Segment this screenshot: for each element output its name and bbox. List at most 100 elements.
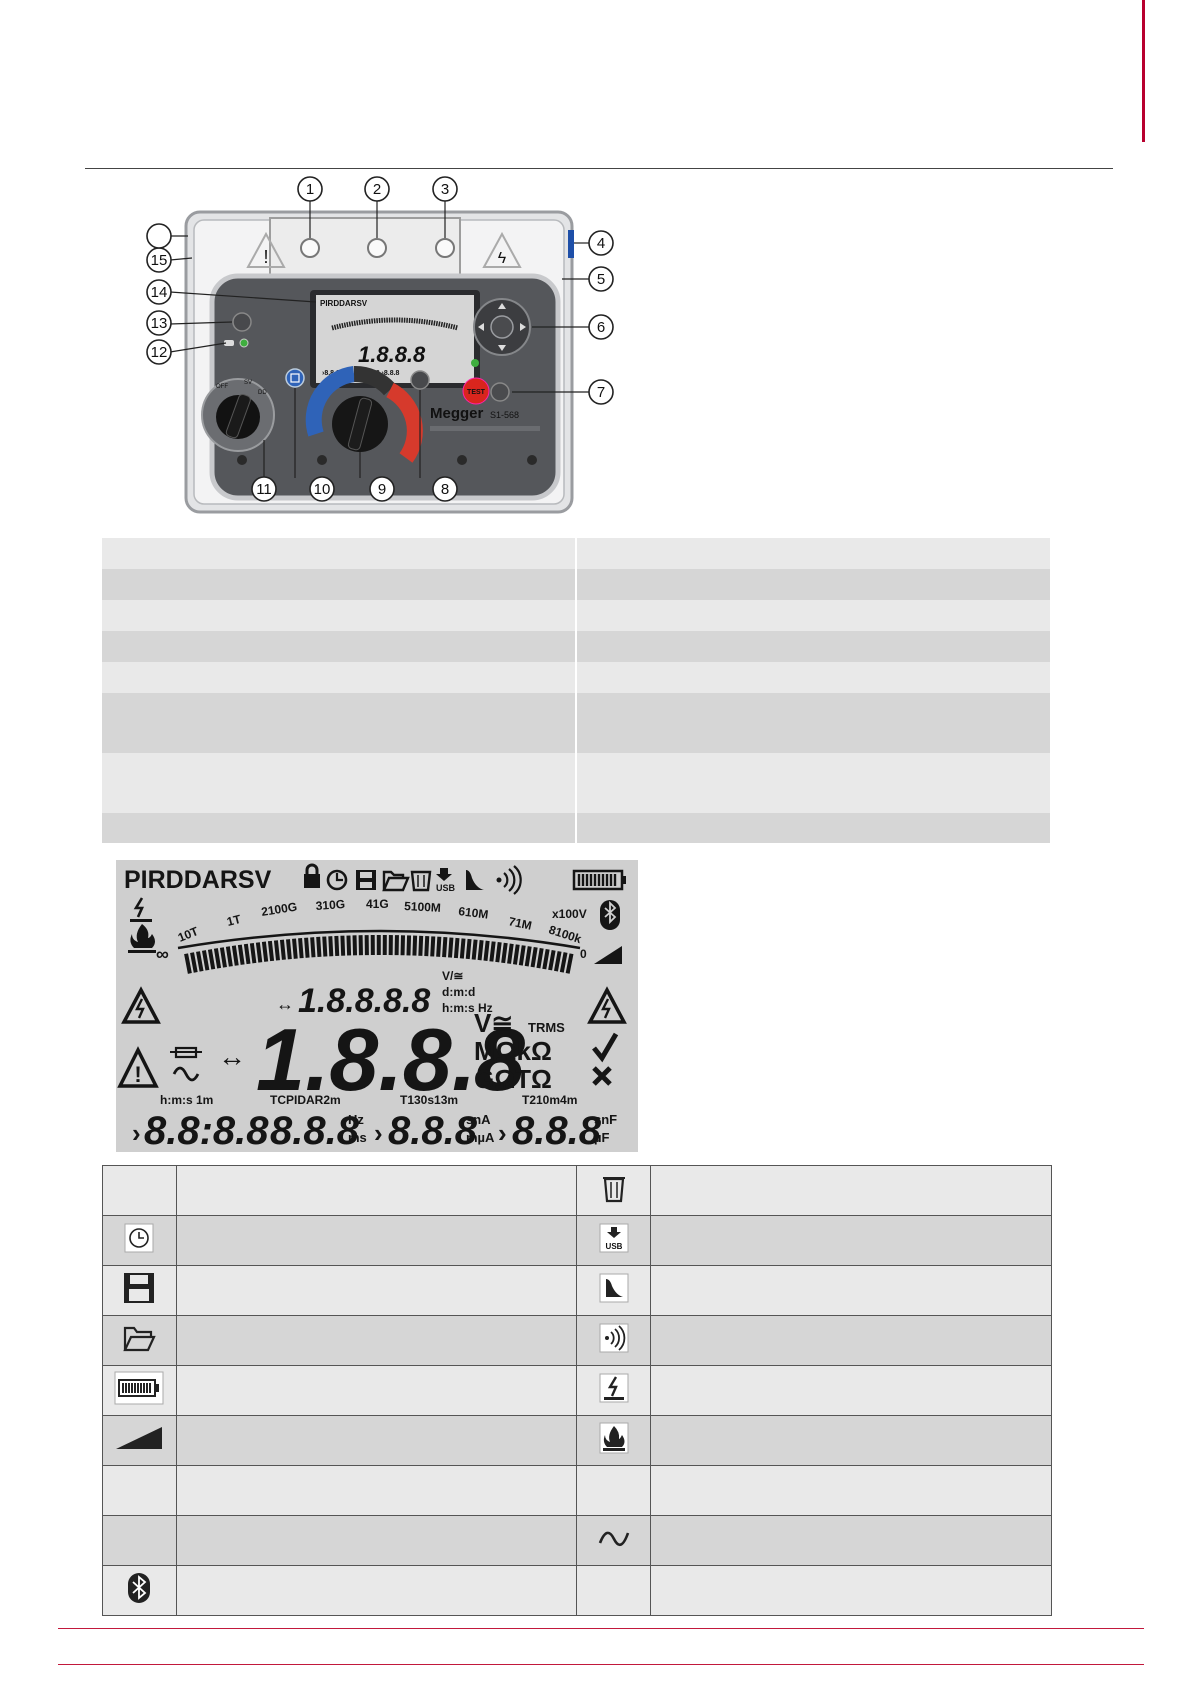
svg-text:OFF: OFF [216, 384, 228, 390]
svg-text:41G: 41G [366, 897, 389, 911]
breakdown-icon [599, 1373, 629, 1403]
svg-text:↔: ↔ [218, 1041, 246, 1072]
svg-text:mµA: mµA [466, 1130, 495, 1145]
svg-text:!: ! [134, 1062, 141, 1087]
svg-text:DD: DD [258, 390, 267, 396]
header-accent-bar [1142, 0, 1145, 142]
callout-3: 3 [441, 181, 449, 198]
lock-icon [304, 863, 320, 888]
save-icon [356, 870, 376, 890]
callout-9: 9 [378, 481, 386, 498]
callout-4: 4 [597, 235, 605, 252]
left-function-button[interactable] [232, 312, 252, 332]
sub-display-3: 8.8.8 [388, 1109, 478, 1152]
battery-icon [114, 1371, 164, 1405]
callout-6: 6 [597, 319, 605, 336]
svg-text:SV: SV [244, 380, 252, 386]
svg-text:610M: 610M [458, 904, 490, 922]
svg-text:d:m:d: d:m:d [442, 985, 475, 999]
bin-icon [602, 1177, 625, 1203]
test-button[interactable]: TEST [462, 377, 490, 405]
bin-icon [410, 870, 432, 892]
lightning-warning-icon-right [587, 986, 627, 1024]
sub-display-1: 8.8:8.8 [144, 1109, 269, 1152]
lcd-mode-text: PIRDDARSV [124, 866, 272, 894]
fuse-icon [170, 1046, 202, 1059]
main-rotary-selector[interactable] [305, 366, 423, 463]
terminal-key-table [102, 538, 1050, 843]
callout-15: 15 [151, 252, 168, 269]
svg-text:Hz: Hz [348, 1112, 364, 1127]
mini-lcd-mode-text: PIRDDARSV [320, 299, 368, 308]
bluetooth-icon [128, 1573, 151, 1603]
lightning-warning-icon [121, 986, 161, 1024]
footer-rule-top [58, 1628, 1144, 1629]
open-folder-icon [382, 870, 410, 892]
callout-markers: 1 2 3 4 5 6 7 8 9 10 11 12 13 14 15 [146, 176, 614, 502]
svg-text:h:m:s Hz: h:m:s Hz [442, 1001, 493, 1015]
svg-text:V/≅: V/≅ [442, 969, 463, 983]
svg-text:GΩTΩ: GΩTΩ [474, 1064, 552, 1094]
svg-text:ϟ: ϟ [498, 250, 507, 267]
open-folder-icon [123, 1326, 157, 1352]
svg-text:5100M: 5100M [404, 899, 441, 915]
svg-text:x100V: x100V [552, 907, 587, 921]
secondary-display: 1.8.8.8.8 [298, 982, 430, 1020]
burn-icon [599, 1422, 629, 1454]
svg-text:ms: ms [348, 1130, 367, 1145]
warning-triangle-icon: ! [117, 1046, 159, 1088]
svg-text:V≅: V≅ [474, 1008, 513, 1038]
svg-text:MΩkΩ: MΩkΩ [474, 1036, 552, 1066]
svg-text:2100G: 2100G [260, 899, 298, 918]
bluetooth-icon [600, 900, 620, 930]
left-rotary-selector[interactable]: OFF SV DD [201, 378, 275, 452]
svg-text:↔: ↔ [276, 994, 294, 1014]
svg-text:snF: snF [594, 1112, 617, 1127]
callout-11: 11 [256, 481, 272, 498]
svg-text:h:m:s 1m: h:m:s 1m [160, 1093, 213, 1107]
main-display: 1.8.8.8 [256, 1010, 525, 1109]
svg-text:TEST: TEST [467, 389, 486, 396]
function-button[interactable] [410, 370, 430, 390]
callout-5: 5 [597, 271, 605, 288]
svg-text:›: › [498, 1118, 507, 1148]
svg-text:10T: 10T [176, 924, 201, 945]
svg-text:USB: USB [436, 883, 456, 893]
signal-ramp-icon [116, 1427, 163, 1449]
callout-14: 14 [151, 284, 168, 301]
callout-7: 7 [597, 384, 605, 401]
warning-triangle-icon: ! [246, 231, 286, 268]
svg-text:USB: USB [605, 1242, 622, 1251]
callout-8: 8 [441, 481, 449, 498]
svg-text:0: 0 [580, 947, 587, 961]
svg-text:›: › [374, 1118, 383, 1148]
callout-12: 12 [151, 344, 168, 361]
model-label: S1-568 [490, 410, 519, 420]
cross-icon [592, 1066, 612, 1086]
buzzer-icon [599, 1323, 629, 1353]
instrument-front-panel-illustration: ! ϟ PIRDDARSV 1.8.8.8 ›8.8.8 ›8.8.8 ›8.8… [146, 176, 614, 514]
svg-text:∞: ∞ [156, 944, 169, 964]
battery-icon [572, 869, 626, 891]
navigation-pad[interactable] [473, 298, 531, 356]
callout-1: 1 [306, 181, 314, 198]
curve-icon [599, 1273, 629, 1303]
curve-icon [466, 870, 484, 890]
burn-icon [128, 924, 156, 953]
usb-download-icon: USB [599, 1223, 629, 1253]
callout-2: 2 [373, 181, 381, 198]
save-icon [124, 1273, 155, 1303]
breakdown-icon [130, 897, 152, 922]
buzzer-icon [496, 865, 522, 895]
timer-icon [326, 869, 348, 891]
svg-text:snA: snA [466, 1112, 491, 1127]
save-button[interactable] [285, 368, 305, 388]
ac-wave-icon [598, 1531, 630, 1547]
footer-rule-bottom [58, 1664, 1144, 1665]
svg-text:T130s13m: T130s13m [400, 1093, 458, 1107]
sub-display-2: 8.8.8 [270, 1109, 360, 1152]
svg-text:!: ! [263, 247, 268, 267]
svg-text:TCPIDAR2m: TCPIDAR2m [270, 1093, 341, 1107]
svg-text:1.8.8.8: 1.8.8.8 [358, 342, 426, 367]
lcd-icon-legend-table: USB [102, 1165, 1052, 1616]
